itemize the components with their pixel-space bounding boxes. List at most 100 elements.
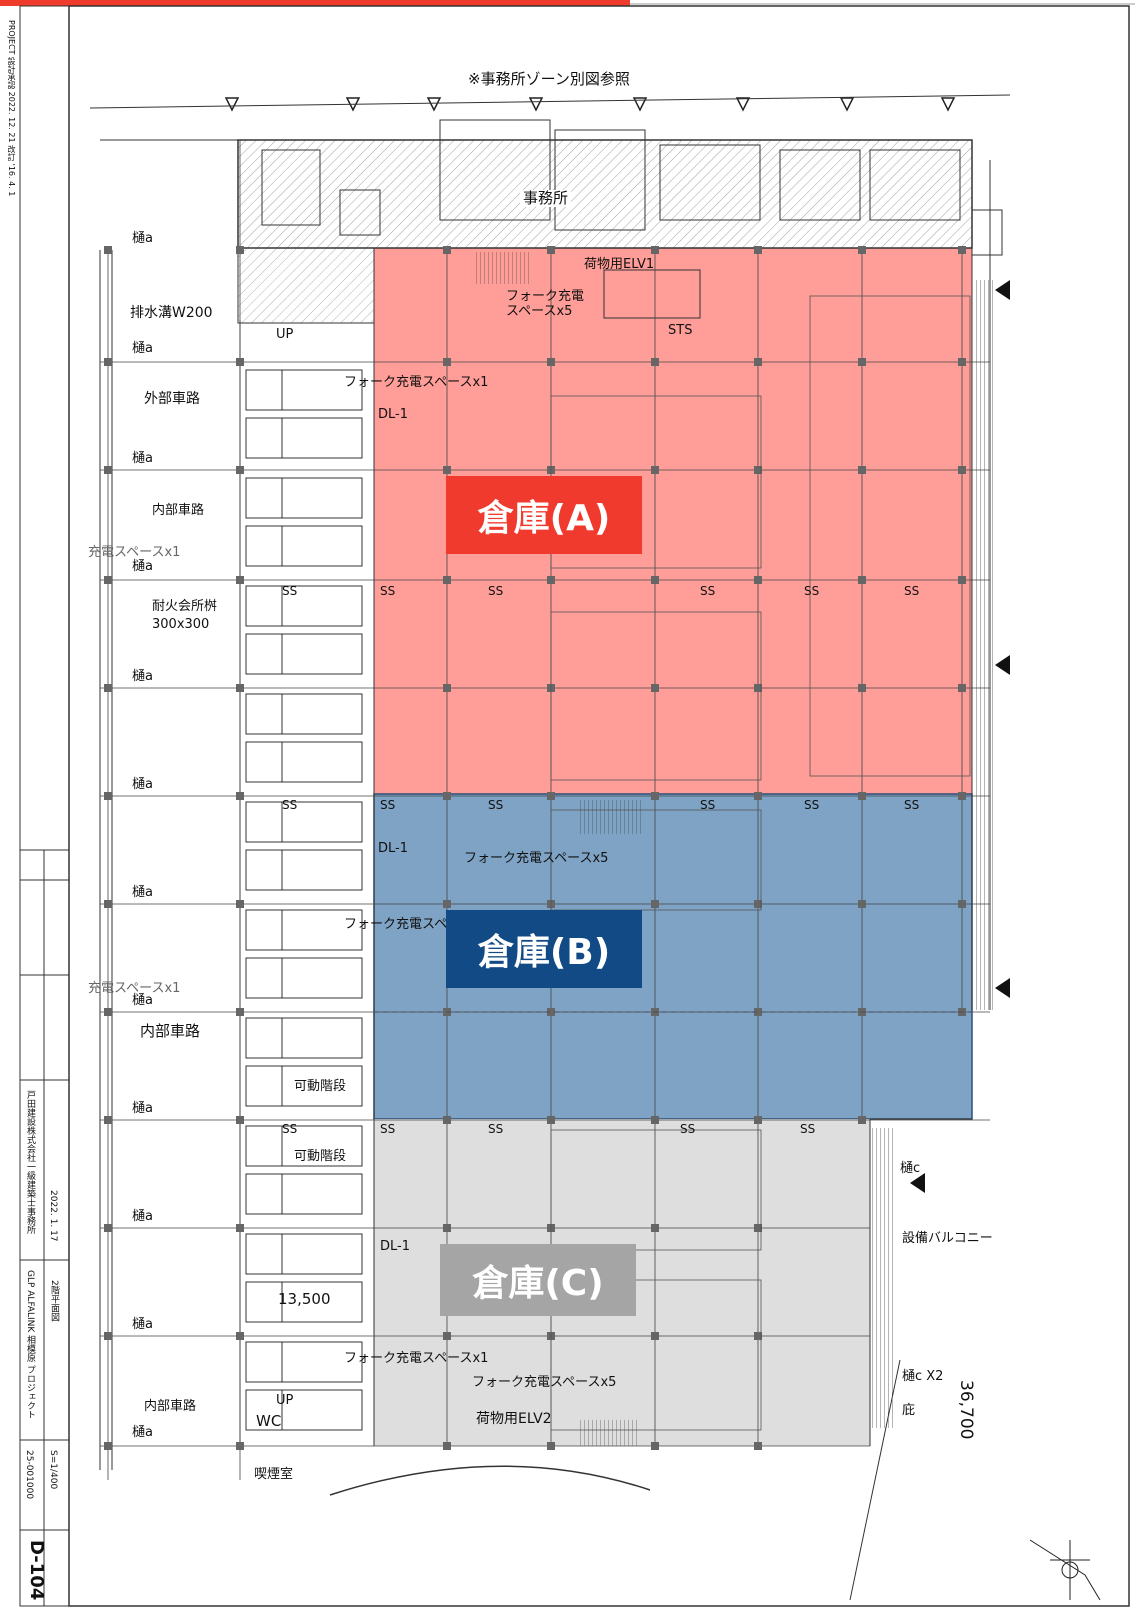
ss-marker: SS [804, 798, 820, 812]
gutter-a-label: 樋a [132, 1317, 153, 1332]
column-marker [443, 1224, 451, 1232]
movable-stair-1-label: 可動階段 [294, 1079, 347, 1094]
gutter-c-x2-label: 樋c X2 [902, 1369, 944, 1384]
column-marker [754, 576, 762, 584]
column-marker [754, 1116, 762, 1124]
elv1-label: 荷物用ELV1 [584, 257, 655, 272]
column-marker [651, 792, 659, 800]
office-band [238, 140, 972, 248]
parking-bay [245, 1389, 363, 1431]
column-marker [104, 466, 112, 474]
edge-note: PROJECT 設計承認 2022. 12. 21 改訂 '16. 4. 1 [7, 20, 16, 197]
parking-bay [245, 741, 363, 783]
fork-charge-x1-a-label: フォーク充電スペースx1 [344, 375, 489, 390]
column-marker [651, 466, 659, 474]
ss-marker: SS [282, 1122, 298, 1136]
column-marker [754, 1224, 762, 1232]
column-marker [754, 684, 762, 692]
parking-bay [245, 957, 363, 999]
ss-marker: SS [700, 798, 716, 812]
charge-space-2-label: 充電スペースx1 [88, 981, 181, 996]
parking-bay [245, 1341, 363, 1383]
column-marker [754, 1008, 762, 1016]
parking-bay [245, 1173, 363, 1215]
gutter-a-label: 樋a [132, 669, 153, 684]
parking-bay [245, 369, 363, 411]
dl1-c-label: DL-1 [380, 1239, 410, 1254]
parking-bay [245, 585, 363, 627]
ss-marker: SS [282, 798, 298, 812]
sheet-number: D-104 [26, 1540, 47, 1601]
north-arrow-icon [1029, 1539, 1101, 1601]
column-marker [958, 792, 966, 800]
column-marker [443, 1332, 451, 1340]
column-marker [104, 576, 112, 584]
column-marker [236, 1008, 244, 1016]
column-marker [858, 358, 866, 366]
column-marker [651, 246, 659, 254]
column-marker [858, 900, 866, 908]
gutter-a-label: 樋a [132, 777, 153, 792]
eave-label: 庇 [902, 1403, 916, 1418]
zone-b-tag: 倉庫(B) [446, 910, 642, 988]
dim-36700-label: 36,700 [956, 1380, 976, 1440]
column-marker [858, 792, 866, 800]
fork-charge-b-label: フォーク充電スペ [344, 917, 448, 932]
ss-marker: SS [380, 798, 396, 812]
column-marker [651, 684, 659, 692]
parking-bay [245, 801, 363, 843]
gutter-a-label: 樋a [132, 885, 153, 900]
inner-road-2-label: 内部車路 [140, 1022, 201, 1040]
ss-marker: SS [488, 1122, 504, 1136]
column-marker [858, 466, 866, 474]
ss-marker: SS [804, 584, 820, 598]
sts-label: STS [668, 323, 693, 338]
column-marker [958, 900, 966, 908]
office-label: 事務所 [520, 190, 572, 207]
arrow-marker [910, 1173, 925, 1193]
smoking-room-label: 喫煙室 [254, 1467, 294, 1482]
bottom-ramp-curve [329, 1465, 651, 1496]
column-marker [651, 1442, 659, 1450]
column-marker [547, 1008, 555, 1016]
column-marker [547, 358, 555, 366]
designer-name: 戸田建設株式会社一級建築士事務所 [25, 1090, 35, 1234]
column-marker [958, 576, 966, 584]
parking-bay [245, 1065, 363, 1107]
gutter-a-label: 樋a [132, 993, 153, 1008]
gutter-a-label: 樋a [132, 231, 153, 246]
column-marker [958, 358, 966, 366]
column-marker [547, 1116, 555, 1124]
column-marker [236, 576, 244, 584]
column-marker [236, 900, 244, 908]
parking-bay [245, 525, 363, 567]
gutter-c-label: 樋c [900, 1161, 921, 1176]
column-marker [236, 246, 244, 254]
column-marker [104, 358, 112, 366]
ss-marker: SS [700, 584, 716, 598]
column-marker [754, 792, 762, 800]
column-marker [104, 1224, 112, 1232]
gutter-a-label: 樋a [132, 1425, 153, 1440]
column-marker [236, 466, 244, 474]
column-marker [858, 1116, 866, 1124]
column-marker [958, 246, 966, 254]
column-marker [443, 246, 451, 254]
fork-charge-x5-c-label: フォーク充電スペースx5 [472, 1375, 617, 1390]
up-bottom-label: UP [276, 1393, 294, 1408]
zone-c-tag: 倉庫(C) [440, 1244, 636, 1316]
column-marker [547, 792, 555, 800]
dl1-a-label: DL-1 [378, 407, 408, 422]
column-marker [754, 246, 762, 254]
column-marker [104, 792, 112, 800]
column-marker [754, 1442, 762, 1450]
ss-marker: SS [488, 798, 504, 812]
column-marker [443, 900, 451, 908]
column-marker [958, 466, 966, 474]
fork-charge-x1-c-label: フォーク充電スペースx1 [344, 1351, 489, 1366]
column-marker [443, 792, 451, 800]
column-marker [236, 792, 244, 800]
parking-bay [245, 909, 363, 951]
ss-marker: SS [380, 584, 396, 598]
drawing-date: 2022. 1. 17 [48, 1190, 58, 1242]
